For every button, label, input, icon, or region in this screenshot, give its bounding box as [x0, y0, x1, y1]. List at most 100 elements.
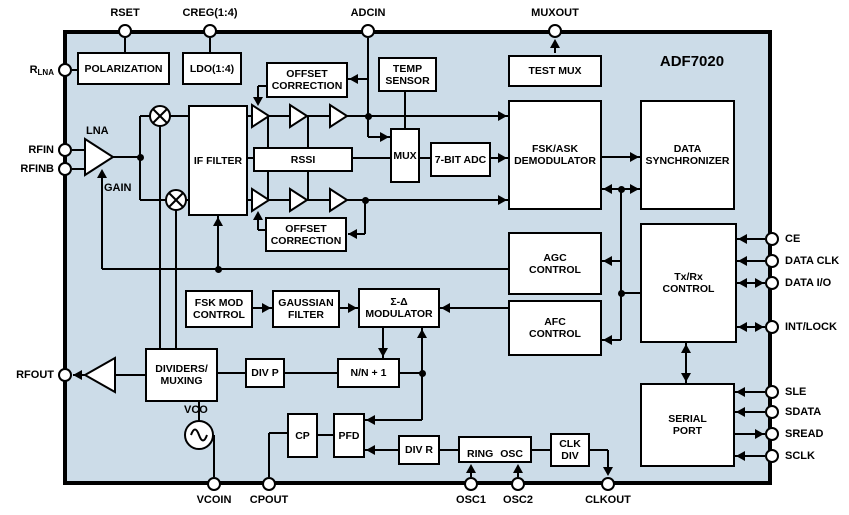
arrowhead	[755, 278, 764, 288]
pin-label-sread: SREAD	[785, 427, 824, 441]
pin-label-ce: CE	[785, 232, 800, 246]
wire	[607, 450, 609, 470]
pin-label-text: R	[29, 64, 38, 76]
wire	[72, 168, 85, 170]
block-label: FILTER	[288, 309, 324, 321]
pin-label-data-clk: DATA CLK	[785, 254, 839, 268]
wire	[590, 449, 608, 451]
wire	[72, 69, 77, 71]
pin-label-creg: CREG(1:4)	[150, 6, 270, 20]
pin-label-text: ADCIN	[350, 7, 386, 19]
block-label: PORT	[672, 425, 703, 437]
if-amp-i1-icon	[251, 103, 271, 129]
arrowhead	[738, 256, 747, 266]
arrowhead	[441, 303, 450, 313]
wire	[365, 449, 398, 451]
wire	[364, 200, 366, 234]
pin-label-text: SREAD	[785, 428, 824, 440]
junction-dot	[418, 369, 426, 377]
wire	[213, 435, 215, 477]
wire	[248, 157, 253, 159]
block-label: FSK/ASK	[531, 143, 579, 155]
pin-label-text: SLE	[785, 386, 807, 398]
wire	[404, 92, 406, 128]
pin-cpout	[262, 477, 276, 491]
wire	[307, 116, 309, 147]
pin-sle	[765, 385, 779, 399]
wire	[257, 214, 259, 230]
block-label: GAUSSIAN	[278, 297, 334, 309]
arrowhead	[378, 348, 388, 357]
pin-label-text: CREG(1:4)	[182, 7, 238, 19]
pin-label-vcoin: VCOIN	[154, 493, 274, 507]
arrowhead	[253, 211, 263, 220]
wire	[737, 260, 765, 262]
wire	[140, 199, 166, 201]
block-cp: CP	[287, 413, 318, 458]
arrowhead	[366, 415, 375, 425]
block-mux: MUX	[390, 128, 420, 183]
pin-label-rlna: RLNA	[0, 63, 54, 80]
pin-label-int-lock: INT/LOCK	[785, 320, 837, 334]
block-polarization: POLARIZATION	[77, 52, 170, 85]
mixer-i-icon	[149, 105, 171, 127]
arrowhead	[498, 195, 507, 205]
wire	[217, 216, 219, 269]
wire	[115, 374, 145, 376]
pin-osc2	[511, 477, 525, 491]
block-label: CONTROL	[529, 263, 581, 276]
gain-label: GAIN	[104, 182, 132, 194]
block-label: SENSOR	[385, 74, 430, 87]
wire	[382, 328, 384, 358]
pin-label-rfin: RFIN	[0, 143, 54, 157]
pin-label-rfinb: RFINB	[0, 162, 54, 176]
arrowhead	[738, 234, 747, 244]
block-label: RING	[467, 448, 494, 460]
pin-label-subscript: LNA	[37, 68, 54, 77]
wire	[218, 372, 245, 374]
arrowhead	[498, 153, 507, 163]
arrowhead	[738, 322, 747, 332]
wire	[420, 157, 430, 159]
if-amp-q1-icon	[251, 187, 271, 213]
block-label: CP	[295, 429, 310, 442]
pin-label-rfout: RFOUT	[0, 368, 54, 382]
junction-dot	[361, 196, 369, 204]
wire	[532, 449, 550, 451]
junction-dot	[617, 185, 625, 193]
pin-label-text: RFIN	[28, 144, 54, 156]
pin-label-text: SCLK	[785, 450, 815, 462]
wire	[285, 372, 337, 374]
lna-label: LNA	[86, 125, 109, 137]
arrowhead	[253, 97, 263, 106]
pin-label-sclk: SCLK	[785, 449, 815, 463]
if-amp-i3-icon	[329, 103, 349, 129]
arrowhead	[213, 217, 223, 226]
block-label: MUXING	[160, 375, 203, 387]
block-label: Σ-Δ	[390, 296, 408, 308]
pin-int-lock	[765, 320, 779, 334]
wire	[440, 449, 458, 451]
wire	[348, 78, 368, 80]
wire	[124, 38, 126, 52]
pin-data-io	[765, 276, 779, 290]
block-label: SYNCHRONIZER	[645, 155, 730, 167]
wire	[209, 38, 211, 52]
wire	[735, 411, 765, 413]
junction-dot	[364, 112, 372, 120]
wire	[735, 455, 765, 457]
block-label: AGC	[543, 251, 567, 264]
pin-label-text: DATA I/O	[785, 277, 832, 289]
pin-label-text: RFOUT	[16, 369, 54, 381]
arrowhead	[630, 152, 639, 162]
wire	[367, 79, 369, 116]
arrowhead	[681, 373, 691, 382]
arrowhead	[603, 184, 612, 194]
pin-adcin	[361, 24, 375, 38]
